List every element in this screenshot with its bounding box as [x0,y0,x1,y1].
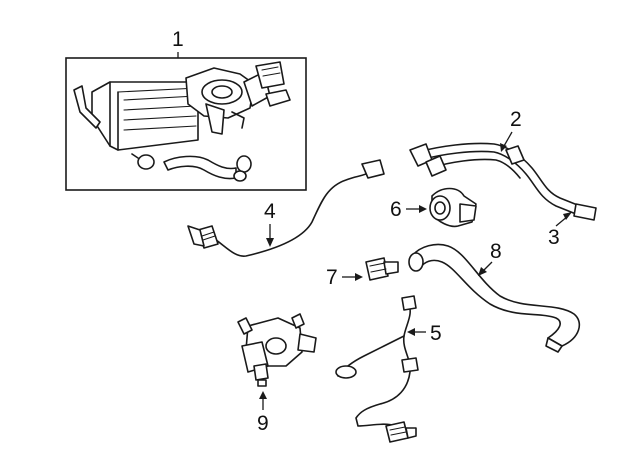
callout-4: 4 [264,200,276,247]
part-6-knock-sensor[interactable] [429,187,477,228]
callout-2-label: 2 [510,108,522,131]
callout-3: 3 [548,212,572,249]
callout-8: 8 [478,240,502,276]
callout-4-label: 4 [264,200,276,223]
callout-2: 2 [500,108,522,152]
part-5-oxygen-sensor[interactable] [335,295,419,443]
callout-9-label: 9 [257,412,269,435]
callout-1-label: 1 [172,28,184,51]
part-9-vsv-valve[interactable] [237,313,317,387]
callout-1: 1 [172,28,184,58]
part-4-oxygen-sensor[interactable] [187,159,385,257]
callout-3-label: 3 [548,226,560,249]
part-8-hose[interactable] [408,243,581,353]
part-1-canister-assembly[interactable] [65,57,307,191]
callout-5-label: 5 [430,322,442,345]
callout-5: 5 [407,322,442,345]
callout-9: 9 [257,391,269,435]
callout-6-label: 6 [390,198,402,221]
part-2-vapor-tube-assembly[interactable] [409,142,597,221]
callout-7: 7 [326,266,363,289]
callout-8-label: 8 [490,240,502,263]
callout-6: 6 [390,198,427,221]
part-7-sensor[interactable] [365,257,399,281]
callout-7-label: 7 [326,266,338,289]
